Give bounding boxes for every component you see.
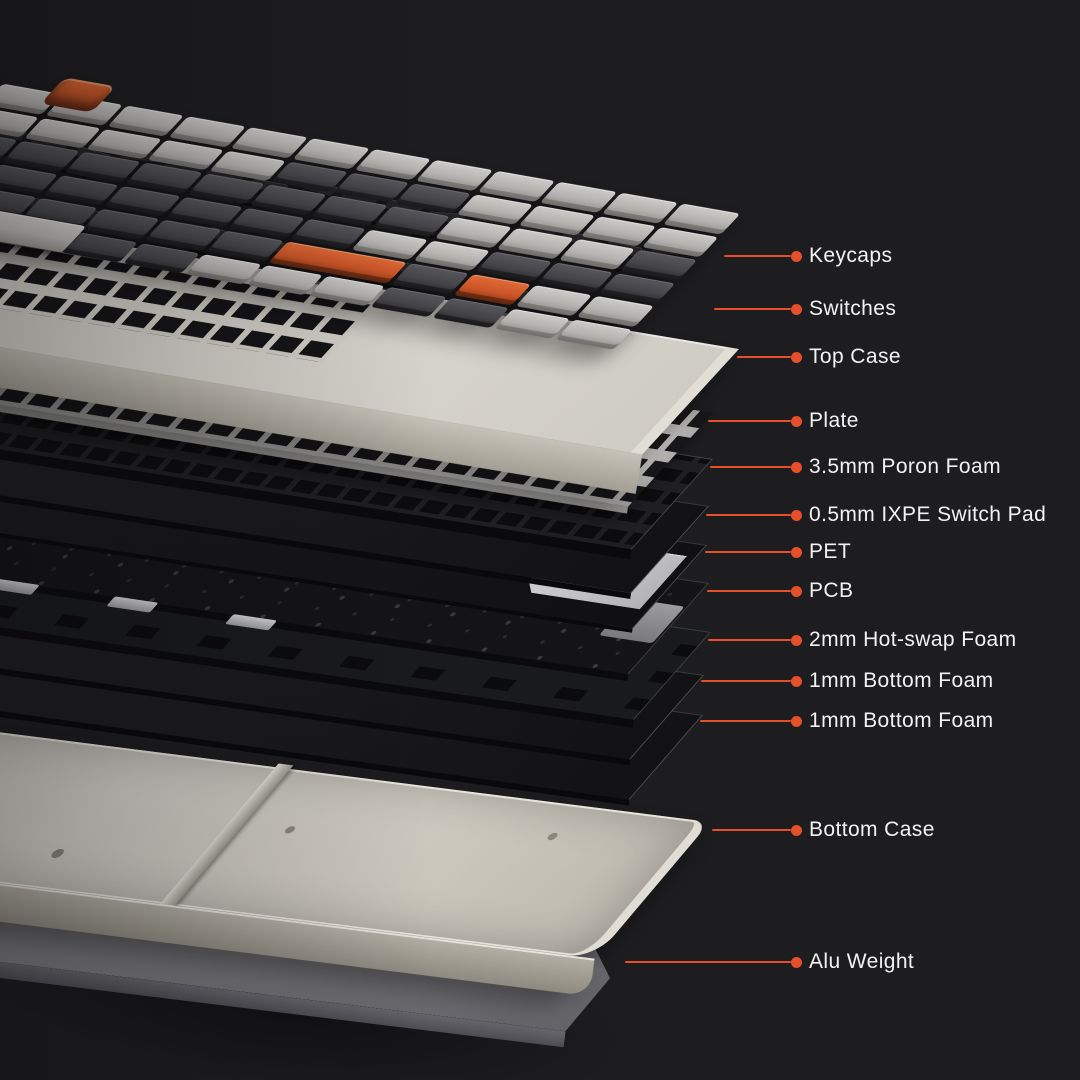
callout-label: PCB (809, 579, 854, 602)
callout-label: 0.5mm IXPE Switch Pad (809, 503, 1047, 526)
callout-label: Plate (809, 409, 859, 432)
bullet-dot-icon (791, 547, 802, 558)
bullet-dot-icon (791, 304, 802, 315)
leader-line (701, 680, 791, 682)
callout-label: Bottom Case (809, 818, 935, 841)
leader-line (708, 420, 791, 422)
leader-line (712, 829, 791, 831)
callout-label: 3.5mm Poron Foam (809, 455, 1001, 478)
leader-line (625, 961, 791, 963)
callout-label: 2mm Hot-swap Foam (809, 628, 1017, 651)
bullet-dot-icon (791, 416, 802, 427)
leader-line (705, 551, 791, 553)
leader-line (710, 466, 791, 468)
bullet-dot-icon (791, 635, 802, 646)
callout-label: 1mm Bottom Foam (809, 669, 994, 692)
leader-line (714, 308, 791, 310)
bullet-dot-icon (791, 676, 802, 687)
bullet-dot-icon (791, 352, 802, 363)
callout-label: 1mm Bottom Foam (809, 709, 994, 732)
leader-line (737, 356, 791, 358)
callout-label: Keycaps (809, 244, 893, 267)
bullet-dot-icon (791, 462, 802, 473)
leader-line (706, 514, 791, 516)
bullet-dot-icon (791, 825, 802, 836)
leader-line (700, 720, 791, 722)
bullet-dot-icon (791, 957, 802, 968)
bullet-dot-icon (791, 586, 802, 597)
bullet-dot-icon (791, 716, 802, 727)
leader-line (708, 639, 791, 641)
callout-label: PET (809, 540, 852, 563)
bullet-dot-icon (791, 251, 802, 262)
callout-label: Switches (809, 297, 897, 320)
callout-label: Top Case (809, 345, 901, 368)
leader-line (724, 255, 791, 257)
callout-label: Alu Weight (809, 950, 915, 973)
leader-line (707, 590, 791, 592)
bullet-dot-icon (791, 510, 802, 521)
